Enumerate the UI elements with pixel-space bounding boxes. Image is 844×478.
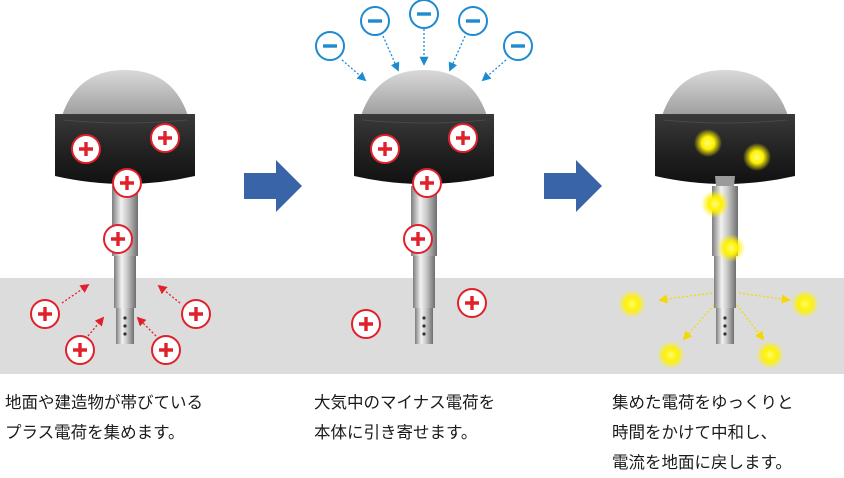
- plus-charge-icon: [448, 123, 478, 153]
- neutralized-charge-icon: [743, 143, 771, 171]
- neutralized-charge-icon: [657, 341, 685, 369]
- caption-3: 集めた電荷をゆっくりと 時間をかけて中和し、 電流を地面に戻します。: [612, 388, 794, 478]
- minus-charge-icon: [315, 31, 345, 61]
- plus-charge-icon: [112, 168, 142, 198]
- neutralized-charge-icon: [701, 190, 729, 218]
- neutralized-charge-icon: [618, 290, 646, 318]
- panel-1: [30, 69, 211, 365]
- discharge-arrows: [658, 292, 791, 341]
- neutralized-charge-icon: [791, 290, 819, 318]
- panel-2: [315, 0, 533, 345]
- caption-3-line-1: 集めた電荷をゆっくりと: [612, 393, 794, 412]
- caption-1-line-1: 地面や建造物が帯びている: [5, 393, 203, 412]
- neutralized-charge-icon: [717, 234, 745, 262]
- minus-charge-icon: [503, 31, 533, 61]
- plus-charge-icon: [103, 224, 133, 254]
- caption-2-line-1: 大気中のマイナス電荷を: [314, 393, 496, 412]
- plus-charge-icon: [351, 309, 381, 339]
- plus-charge-icon: [457, 288, 487, 318]
- caption-2: 大気中のマイナス電荷を 本体に引き寄せます。: [314, 388, 495, 448]
- neutralized-charge-icon: [756, 341, 784, 369]
- attraction-arrows: [61, 283, 181, 337]
- panel-3: [618, 69, 819, 369]
- minus-charge-icon: [409, 0, 439, 29]
- caption-1: 地面や建造物が帯びている プラス電荷を集めます。: [5, 388, 203, 448]
- caption-3-line-2: 時間をかけて中和し、: [612, 423, 777, 442]
- plus-charge-icon: [151, 335, 181, 365]
- plus-charge-icon: [150, 123, 180, 153]
- caption-2-line-2: 本体に引き寄せます。: [314, 423, 478, 442]
- right-arrow-icon: [544, 160, 602, 212]
- plus-charge-icon: [30, 299, 60, 329]
- neutralized-charge-icon: [694, 129, 722, 157]
- right-arrow-icon: [244, 160, 302, 212]
- plus-charge-icon: [181, 299, 211, 329]
- plus-charge-icon: [370, 134, 400, 164]
- plus-charge-icon: [65, 335, 95, 365]
- caption-3-line-3: 電流を地面に戻します。: [612, 453, 792, 472]
- attraction-arrows: [341, 29, 507, 82]
- plus-charge-icon: [412, 168, 442, 198]
- plus-charge-icon: [71, 134, 101, 164]
- minus-charge-icon: [458, 6, 488, 36]
- caption-1-line-2: プラス電荷を集めます。: [5, 423, 185, 442]
- minus-charge-icon: [360, 6, 390, 36]
- plus-charge-icon: [403, 224, 433, 254]
